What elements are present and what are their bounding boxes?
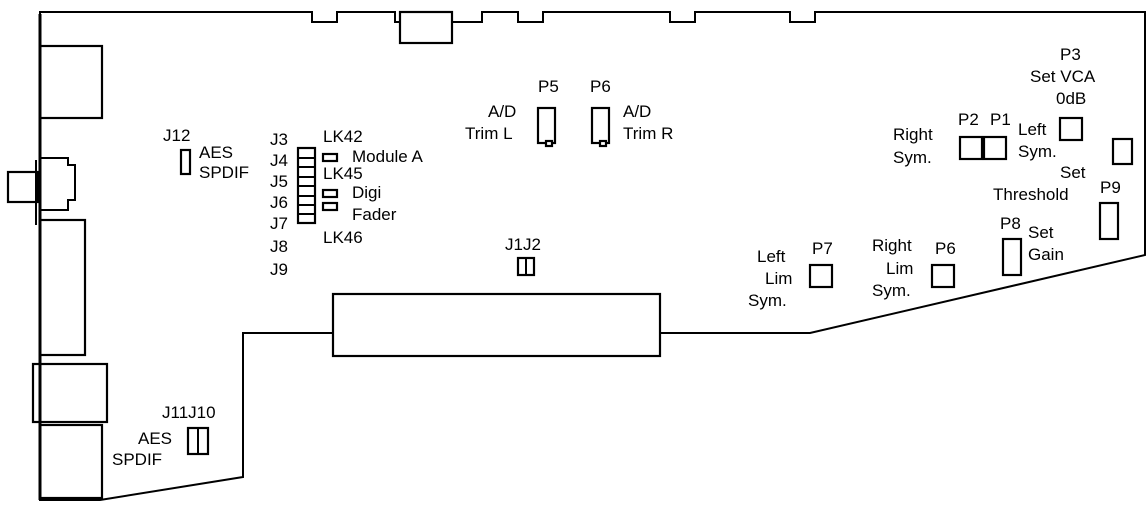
left-lim-label-2: Lim <box>765 269 792 288</box>
p2-pot <box>958 135 984 161</box>
p6-top-label: P6 <box>590 77 611 96</box>
lk45-label: LK45 <box>323 164 363 183</box>
fader-label: Fader <box>352 205 397 224</box>
j12-label: J12 <box>163 126 190 145</box>
threshold-label: Threshold <box>993 185 1069 204</box>
lk45-link-1 <box>321 188 339 199</box>
p3-label: P3 <box>1060 45 1081 64</box>
left-lim-label-1: Left <box>757 247 786 266</box>
right-lim-label-2: Lim <box>886 259 913 278</box>
p5-trimmer <box>536 106 557 145</box>
set-threshold-label-1: Set <box>1060 163 1086 182</box>
p1-pot <box>982 135 1008 161</box>
p9-label: P9 <box>1100 178 1121 197</box>
p6-bottom-label: P6 <box>935 239 956 258</box>
set-gain-label-1: Set <box>1028 223 1054 242</box>
j3-j9-header <box>296 146 317 225</box>
module-a-label: Module A <box>352 147 424 166</box>
left-sym-label-2: Sym. <box>1018 142 1057 161</box>
ad-right-label: A/D <box>623 102 651 121</box>
left-jack-socket <box>40 157 76 211</box>
p6-trimmer <box>590 106 611 145</box>
p7-label: P7 <box>812 239 833 258</box>
lk45-link-2 <box>321 201 339 212</box>
right-lim-label-1: Right <box>872 236 912 255</box>
j6-label: J6 <box>270 193 288 212</box>
right-sym-label-1: Right <box>893 125 933 144</box>
p9-pot <box>1098 201 1120 241</box>
digi-label: Digi <box>352 183 381 202</box>
j4-label: J4 <box>270 151 288 170</box>
aes-bottom-label: AES <box>138 429 172 448</box>
trim-l-label: Trim L <box>465 124 513 143</box>
left-connector-middle <box>31 362 109 424</box>
p6-trimmer-foot <box>598 139 608 148</box>
j8-label: J8 <box>270 237 288 256</box>
lk42-label: LK42 <box>323 127 363 146</box>
right-lim-label-3: Sym. <box>872 281 911 300</box>
p6-bottom-pot <box>930 263 956 289</box>
threshold-pot <box>1111 137 1134 166</box>
p8-pot <box>1001 237 1023 277</box>
spdif-top-label: SPDIF <box>199 163 249 182</box>
lk46-label: LK46 <box>323 228 363 247</box>
spdif-bottom-label: SPDIF <box>112 450 162 469</box>
j1j2-label: J1J2 <box>505 235 541 254</box>
left-connector-top <box>38 44 104 120</box>
p3-pot <box>1058 116 1084 142</box>
p2-label: P2 <box>958 110 979 129</box>
j11j10-jumper <box>186 426 210 456</box>
ad-left-label: A/D <box>488 102 516 121</box>
p5-trimmer-foot <box>544 139 554 148</box>
p8-label: P8 <box>1000 214 1021 233</box>
p5-label: P5 <box>538 77 559 96</box>
main-header-connector <box>331 292 662 358</box>
j11j10-label: J11J10 <box>162 403 216 422</box>
left-jack-plug <box>6 170 40 204</box>
j12-jumper <box>179 148 192 176</box>
set-vca-label: Set VCA <box>1030 67 1096 86</box>
left-connector-bottom <box>38 423 104 500</box>
left-lim-label-3: Sym. <box>748 291 787 310</box>
j7-label: J7 <box>270 214 288 233</box>
lk42-link <box>321 152 339 163</box>
p7-pot <box>808 263 834 289</box>
j3-label: J3 <box>270 130 288 149</box>
aes-top-label: AES <box>199 143 233 162</box>
j1j2-jumper <box>516 256 536 277</box>
p1-label: P1 <box>990 110 1011 129</box>
left-sym-label-1: Left <box>1018 120 1047 139</box>
set-gain-label-2: Gain <box>1028 245 1064 264</box>
trim-r-label: Trim R <box>623 124 673 143</box>
top-connector <box>398 10 454 45</box>
right-sym-label-2: Sym. <box>893 148 932 167</box>
j5-label: J5 <box>270 172 288 191</box>
j9-label: J9 <box>270 260 288 279</box>
left-long-connector <box>38 218 87 357</box>
0db-label: 0dB <box>1056 89 1086 108</box>
